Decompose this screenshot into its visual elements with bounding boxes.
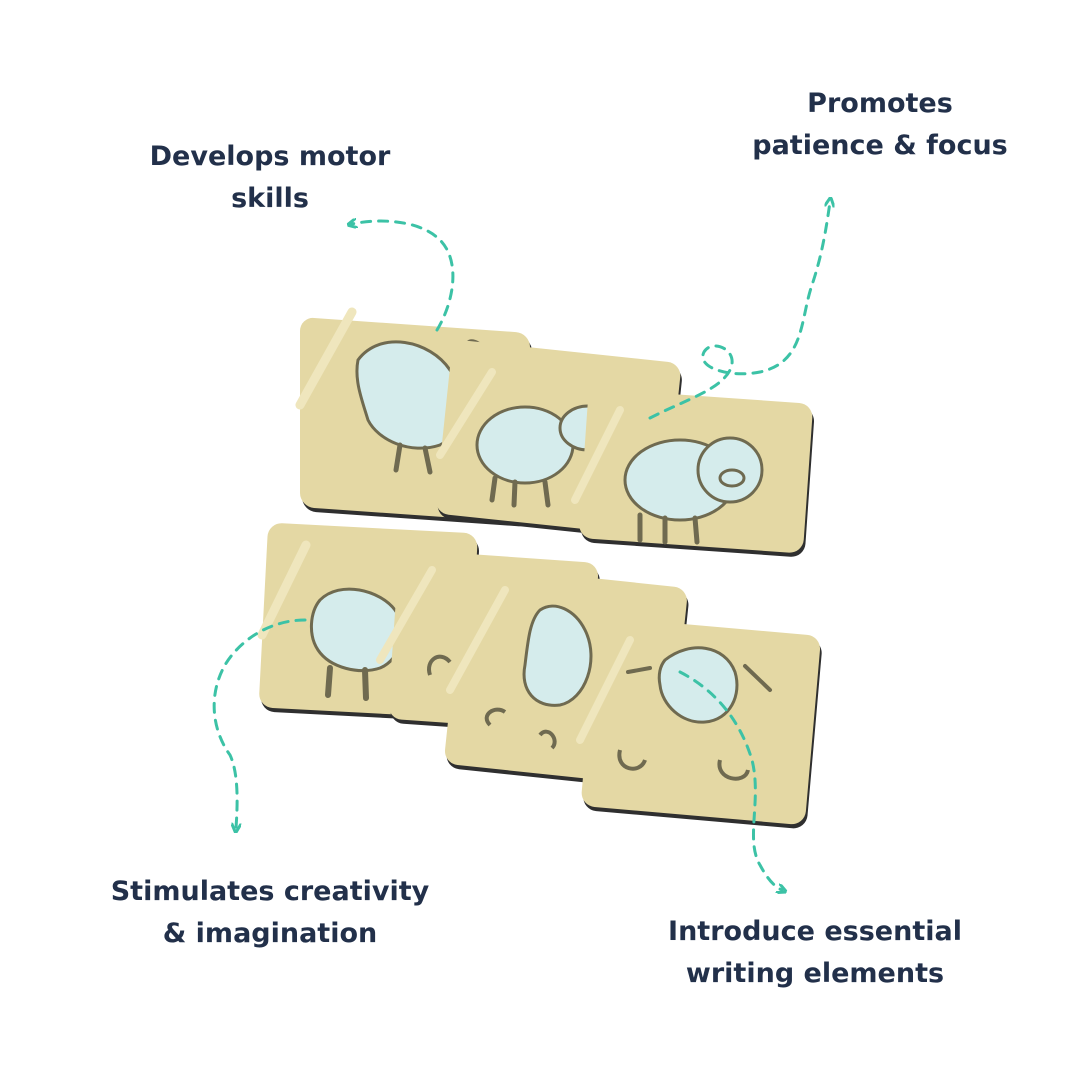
donkey-cutout <box>522 604 593 707</box>
stylus <box>576 636 634 744</box>
caption-creativity-line2: & imagination <box>162 918 378 949</box>
caption-writing-line1: Introduce essential <box>668 916 962 947</box>
caption-writing-line2: writing elements <box>685 958 945 989</box>
cow-cutout <box>310 587 404 673</box>
stylus <box>295 307 357 410</box>
caption-creativity-line1: Stimulates creativity <box>110 876 430 907</box>
caption-creativity: Stimulates creativity & imagination <box>80 871 460 955</box>
caption-motor-line1: Develops motor <box>149 141 391 172</box>
caption-patience-focus: Promotes patience & focus <box>720 83 1040 167</box>
arrow-to-motor-skills <box>352 221 455 332</box>
caption-motor-line2: skills <box>231 183 309 214</box>
caption-writing-elements: Introduce essential writing elements <box>630 911 1000 995</box>
arrow-to-writing-elements <box>678 670 782 890</box>
calf-cutout <box>657 646 739 724</box>
caption-motor-skills: Develops motor skills <box>120 136 420 220</box>
bottom-stencil-row <box>257 523 822 829</box>
arrow-to-creativity <box>212 618 307 828</box>
arrow-to-patience-focus <box>648 202 830 420</box>
stylus <box>436 368 496 459</box>
caption-patience-line1: Promotes <box>807 88 953 119</box>
stylus <box>376 566 436 664</box>
stylus <box>571 406 624 504</box>
calf-stencil-board <box>581 617 822 829</box>
stylus <box>257 540 311 640</box>
stylus <box>446 586 509 694</box>
top-stencil-row <box>295 307 815 557</box>
dog-cutout <box>427 654 452 676</box>
caption-patience-line2: patience & focus <box>752 130 1008 161</box>
sheep-cutout <box>475 405 575 485</box>
pig-stencil-board <box>579 389 815 557</box>
